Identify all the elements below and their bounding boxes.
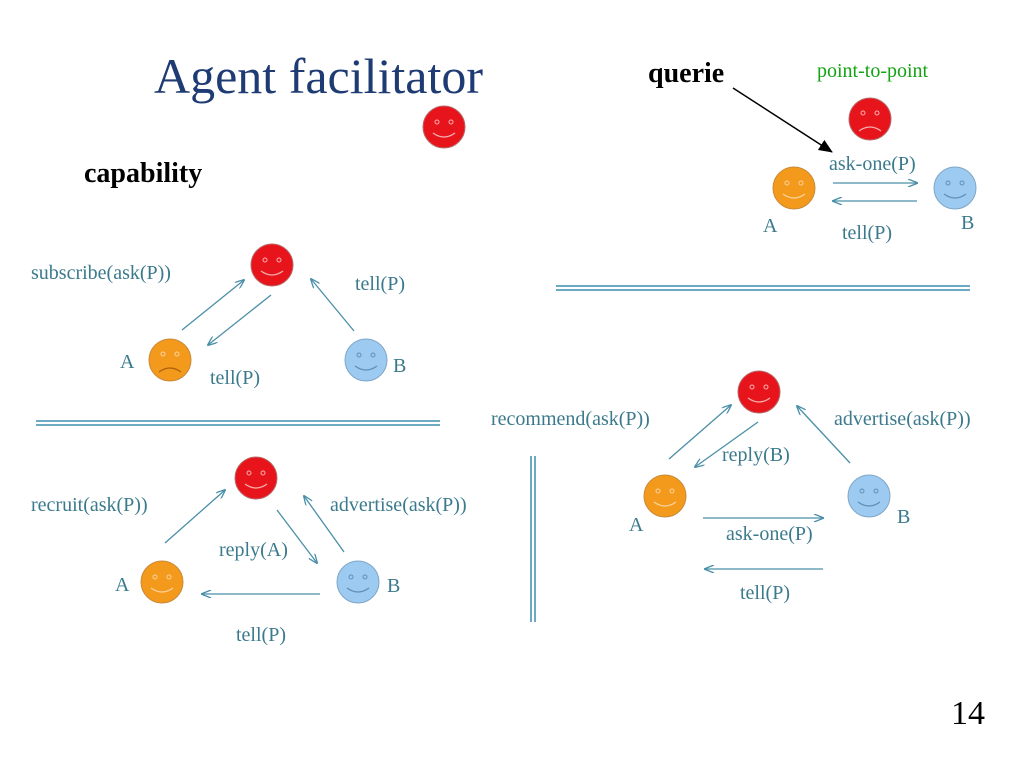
slide-title: Agent facilitator <box>154 48 484 104</box>
arrow-querie-pointer <box>732 87 833 153</box>
agent-b-face-recommend <box>847 474 891 518</box>
p2p-agent-b-label: B <box>961 212 975 234</box>
separator-top-right <box>556 285 970 291</box>
p2p-ask-one-label: ask-one(P) <box>829 153 916 175</box>
arrow-reply-recruit <box>276 509 317 563</box>
facilitator-face-title <box>422 105 466 149</box>
arrow-recommend <box>668 405 731 460</box>
recruit-reply-label: reply(A) <box>219 539 288 561</box>
arrow-tell-to-a-subscribe <box>208 294 272 345</box>
recommend-ask-one-label: ask-one(P) <box>726 523 813 545</box>
p2p-tell-label: tell(P) <box>842 222 892 244</box>
recruit-advertise-label: advertise(ask(P)) <box>330 494 467 516</box>
agent-b-face-recruit <box>336 560 380 604</box>
recruit-agent-b-label: B <box>387 575 401 597</box>
facilitator-face-recruit <box>234 456 278 500</box>
arrow-advertise-recommend <box>797 406 851 464</box>
recommend-agent-a-label: A <box>629 514 644 536</box>
arrow-tell-from-b-subscribe <box>311 279 355 332</box>
recommend-tell-label: tell(P) <box>740 582 790 604</box>
querie-heading: querie <box>648 58 725 89</box>
agent-a-face-subscribe <box>148 338 192 382</box>
page-number: 14 <box>951 695 985 732</box>
agent-a-face-recruit <box>140 560 184 604</box>
separator-middle-left <box>36 420 440 426</box>
arrow-recruit <box>164 490 225 544</box>
facilitator-face-recommend <box>737 370 781 414</box>
subscribe-tell-a-label: tell(P) <box>210 367 260 389</box>
agent-b-face-subscribe <box>344 338 388 382</box>
agent-a-face-p2p <box>772 166 816 210</box>
recommend-reply-label: reply(B) <box>722 444 790 466</box>
subscribe-label: subscribe(ask(P)) <box>31 262 171 284</box>
separator-vertical <box>530 456 536 622</box>
facilitator-face-subscribe <box>250 243 294 287</box>
arrow-advertise-recruit <box>304 496 345 553</box>
recruit-tell-label: tell(P) <box>236 624 286 646</box>
recommend-agent-b-label: B <box>897 506 911 528</box>
agent-b-face-p2p <box>933 166 977 210</box>
recommend-label: recommend(ask(P)) <box>491 408 650 430</box>
arrow-reply-recommend <box>695 421 759 467</box>
recruit-label: recruit(ask(P)) <box>31 494 148 516</box>
recruit-agent-a-label: A <box>115 574 130 596</box>
capability-heading: capability <box>84 158 203 189</box>
subscribe-agent-b-label: B <box>393 355 407 377</box>
subscribe-agent-a-label: A <box>120 351 135 373</box>
agent-a-face-recommend <box>643 474 687 518</box>
p2p-agent-a-label: A <box>763 215 778 237</box>
facilitator-face-p2p <box>848 97 892 141</box>
subscribe-tell-b-label: tell(P) <box>355 273 405 295</box>
arrow-subscribe <box>181 280 244 331</box>
point-to-point-label: point-to-point <box>817 60 929 82</box>
recommend-advertise-label: advertise(ask(P)) <box>834 408 971 430</box>
